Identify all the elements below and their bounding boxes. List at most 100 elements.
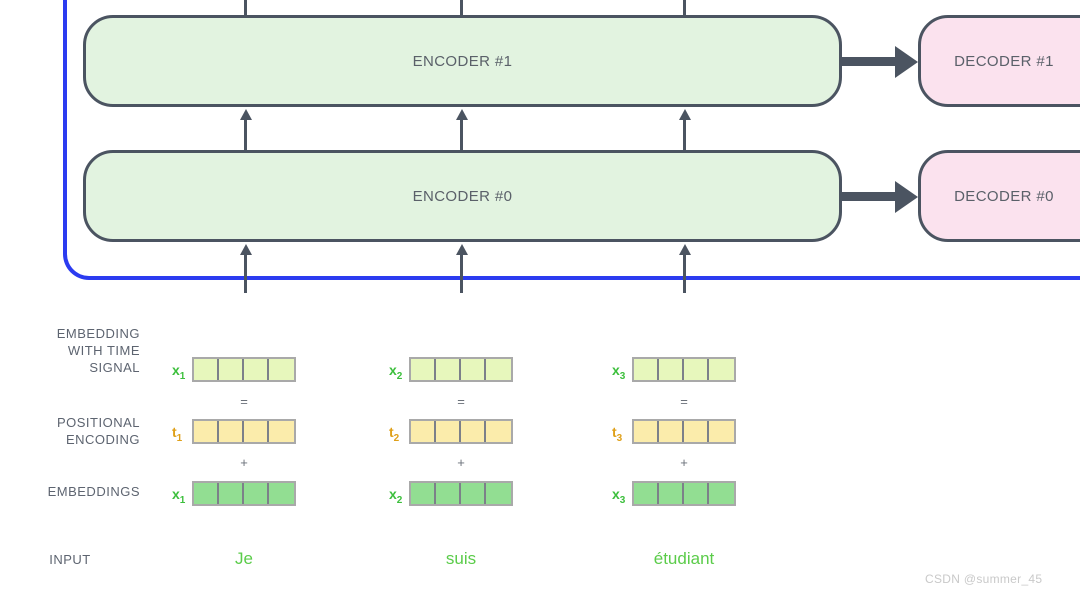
vector-cell [709,483,734,504]
vector-cell [684,359,709,380]
vector-tag-time-signal-2: x2 [389,362,402,382]
vector-cell [244,483,269,504]
vector-cell [411,359,436,380]
input-word-3: étudiant [653,549,715,568]
encoder-1-to-decoder-1-arrow [842,57,896,66]
decoder-block-0[interactable]: DECODER #0 [918,150,1080,242]
vector-cell [709,421,734,442]
watermark: CSDN @summer_45 [925,572,1043,586]
vector-cell [659,359,684,380]
embedding-to-encoder-0-arrow-1 [244,253,247,293]
encoder-block-0-label: ENCODER #0 [412,187,513,205]
vector-cell [194,483,219,504]
vector-cell [486,359,511,380]
vector-tag-positional-1-letter: t [172,424,177,440]
encoder-1-input-stub-1 [244,0,247,16]
vector-tag-embedding-3-index: 3 [619,494,626,506]
encoder-block-0[interactable]: ENCODER #0 [83,150,842,242]
vector-cell [194,359,219,380]
input-word-1: Je [235,549,253,568]
vector-tag-embedding-2: x2 [389,486,402,506]
row-label-embeddings: EMBEDDINGS [47,484,140,499]
row-label-time-signal-line-2: WITH TIME [67,343,140,358]
operator-equals-2: = [457,394,465,409]
row-label-embedding-with-time-signal: EMBEDDING WITH TIME SIGNAL [0,325,140,376]
row-label-positional-encoding: POSITIONAL ENCODING [0,414,140,448]
vector-tag-time-signal-3: x3 [612,362,625,382]
vector-embedding-2 [409,481,513,506]
vector-tag-time-signal-2-index: 2 [396,370,403,382]
vector-cell [269,421,294,442]
vector-cell [659,421,684,442]
vector-time-signal-3 [632,357,736,382]
operator-plus-3: + [680,455,688,470]
decoder-block-1[interactable]: DECODER #1 [918,15,1080,107]
vector-tag-positional-2-index: 2 [393,432,400,444]
residual-path-corner [63,0,103,280]
vector-tag-embedding-3: x3 [612,486,625,506]
vector-cell [659,483,684,504]
vector-tag-positional-3: t3 [612,424,622,444]
vector-cell [194,421,219,442]
vector-tag-positional-3-letter: t [612,424,617,440]
vector-cell [411,421,436,442]
vector-cell [219,483,244,504]
vector-tag-positional-2-letter: t [389,424,394,440]
vector-cell [709,359,734,380]
vector-cell [436,359,461,380]
vector-tag-positional-2: t2 [389,424,399,444]
vector-tag-time-signal-1-index: 1 [179,370,186,382]
decoder-block-0-label: DECODER #0 [954,187,1054,205]
encoder-0-to-1-arrow-2 [460,118,463,150]
vector-tag-embedding-1: x1 [172,486,185,506]
vector-tag-positional-1-index: 1 [176,432,183,444]
vector-tag-embedding-1-index: 1 [179,494,186,506]
vector-positional-3 [632,419,736,444]
vector-cell [269,359,294,380]
vector-cell [634,359,659,380]
vector-tag-time-signal-3-index: 3 [619,370,626,382]
operator-equals-1: = [240,394,248,409]
vector-cell [219,359,244,380]
vector-tag-embedding-3-letter: x [612,486,620,502]
row-label-positional-line-1: POSITIONAL [56,415,140,430]
vector-tag-time-signal-1-letter: x [172,362,180,378]
vector-cell [461,359,486,380]
vector-tag-embedding-1-letter: x [172,486,180,502]
vector-tag-embedding-2-index: 2 [396,494,403,506]
decoder-block-1-label: DECODER #1 [954,52,1054,70]
vector-cell [244,359,269,380]
vector-cell [269,483,294,504]
vector-tag-time-signal-3-letter: x [612,362,620,378]
vector-cell [244,421,269,442]
encoder-1-input-stub-2 [460,0,463,16]
vector-tag-positional-3-index: 3 [616,432,623,444]
operator-equals-3: = [680,394,688,409]
vector-embedding-1 [192,481,296,506]
vector-tag-time-signal-1: x1 [172,362,185,382]
row-label-time-signal-line-3: SIGNAL [89,360,140,375]
input-word-2: suis [445,549,477,568]
row-label-input: INPUT [49,552,91,567]
vector-time-signal-1 [192,357,296,382]
vector-tag-embedding-2-letter: x [389,486,397,502]
embedding-to-encoder-0-arrow-2 [460,253,463,293]
encoder-0-to-decoder-0-arrow [842,192,896,201]
vector-cell [634,421,659,442]
vector-cell [486,421,511,442]
encoder-0-to-1-arrow-3 [683,118,686,150]
encoder-block-1-label: ENCODER #1 [412,52,513,70]
encoder-block-1[interactable]: ENCODER #1 [83,15,842,107]
vector-cell [634,483,659,504]
vector-cell [436,483,461,504]
row-label-positional-line-2: ENCODING [65,432,140,447]
vector-tag-time-signal-2-letter: x [389,362,397,378]
residual-path-horizontal [100,276,1080,280]
vector-time-signal-2 [409,357,513,382]
vector-cell [461,483,486,504]
vector-tag-positional-1: t1 [172,424,182,444]
vector-positional-1 [192,419,296,444]
vector-cell [219,421,244,442]
row-label-time-signal-line-1: EMBEDDING [56,326,140,341]
